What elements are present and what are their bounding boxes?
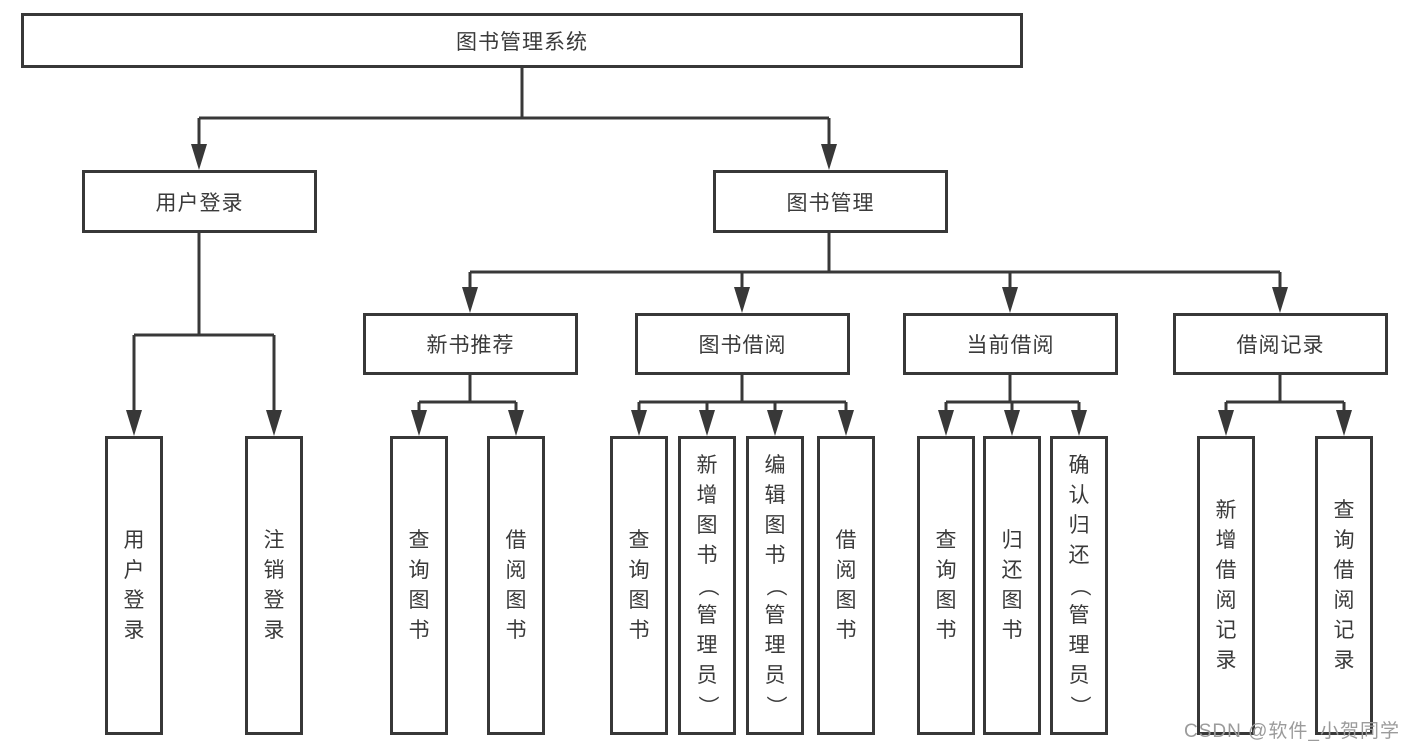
node-book-borrow-label: 图书借阅 <box>698 334 787 357</box>
leaf-borrow-books-recommend: 借阅图书 <box>487 436 545 735</box>
leaf-query-books-current: 查询图书 <box>917 436 975 735</box>
node-borrow-records: 借阅记录 <box>1173 313 1388 375</box>
node-new-book-recommend: 新书推荐 <box>363 313 578 375</box>
node-current-borrow: 当前借阅 <box>903 313 1118 375</box>
leaf-edit-books-admin: 编辑图书（管理员） <box>746 436 804 735</box>
node-book-management: 图书管理 <box>713 170 948 233</box>
leaf-add-borrow-record: 新增借阅记录 <box>1197 436 1255 735</box>
leaf-query-books-borrow: 查询图书 <box>610 436 668 735</box>
leaf-query-borrow-record: 查询借阅记录 <box>1315 436 1373 735</box>
node-book-management-label: 图书管理 <box>786 191 875 215</box>
node-new-book-recommend-label: 新书推荐 <box>426 334 515 357</box>
node-book-borrow: 图书借阅 <box>635 313 850 375</box>
leaf-query-books-recommend: 查询图书 <box>390 436 448 735</box>
leaf-borrow-books: 借阅图书 <box>817 436 875 735</box>
node-user-login-label: 用户登录 <box>155 191 244 215</box>
node-borrow-records-label: 借阅记录 <box>1236 334 1325 357</box>
leaf-logout: 注销登录 <box>245 436 303 735</box>
watermark: CSDN @软件_小贺同学 <box>1184 721 1400 742</box>
leaf-user-login: 用户登录 <box>105 436 163 735</box>
leaf-return-books: 归还图书 <box>983 436 1041 735</box>
leaf-confirm-return-admin: 确认归还（管理员） <box>1050 436 1108 735</box>
node-user-login: 用户登录 <box>82 170 317 233</box>
node-root-label: 图书管理系统 <box>456 30 588 54</box>
node-current-borrow-label: 当前借阅 <box>966 334 1055 357</box>
leaf-add-books-admin: 新增图书（管理员） <box>678 436 736 735</box>
node-root: 图书管理系统 <box>21 13 1023 68</box>
